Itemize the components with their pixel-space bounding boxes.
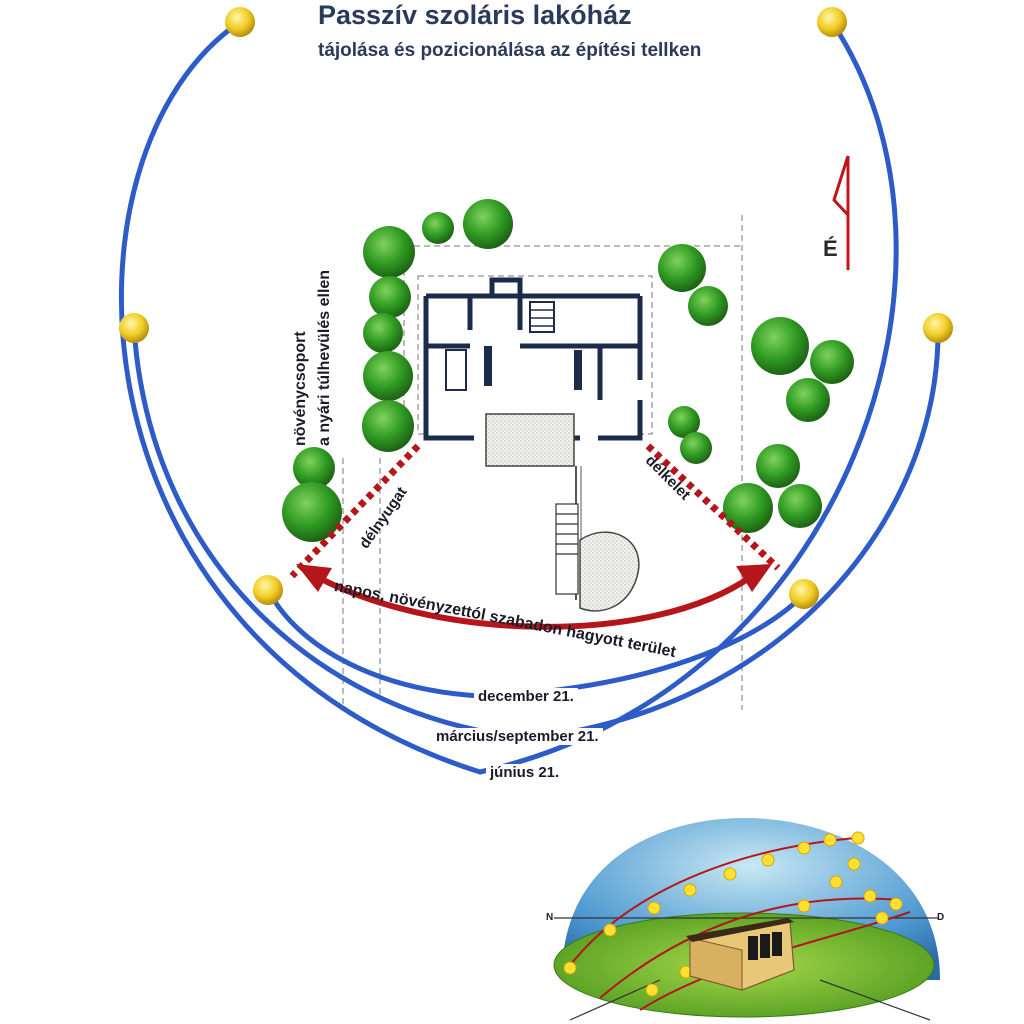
tree-icon [362,400,414,452]
sun-icon [225,7,255,37]
page-title: Passzív szoláris lakóház [318,0,632,30]
sun-path-label-equinox: március/september 21. [432,728,603,745]
tree-icon [463,199,513,249]
tree-groups [282,199,854,542]
sun-path-label-december: december 21. [474,688,578,705]
sun-icon [923,313,953,343]
tree-icon [658,244,706,292]
dome-north-label: N [546,912,554,923]
tree-icon [778,484,822,528]
tree-icon [363,351,413,401]
plant-group-label-line1: növénycsoport [292,331,309,446]
tree-icon [810,340,854,384]
tree-icon [363,226,415,278]
sun-path-label-june: június 21. [486,764,564,781]
house-floor-plan [423,277,643,612]
sun-markers [119,7,953,609]
tree-icon [369,276,411,318]
sun-dome-illustration [553,818,940,1021]
tree-icon [756,444,800,488]
tree-icon [680,432,712,464]
dome-south-label: D [937,912,945,923]
tree-icon [282,482,342,542]
sector-lines [289,443,781,579]
sun-icon [789,579,819,609]
open-area-arrow [296,564,772,630]
sun-icon [253,575,283,605]
north-arrow-icon [832,155,850,270]
sun-path-june [118,19,899,775]
tree-icon [668,406,700,438]
tree-icon [293,447,335,489]
north-label: É [823,236,838,261]
tree-icon [786,378,830,422]
tree-icon [688,286,728,326]
tree-icon [363,313,403,353]
tree-icon [422,212,454,244]
plant-group-label-line2: a nyári túlhevülés ellen [316,269,333,446]
page-subtitle: tájolása és pozicionálása az építési tel… [318,40,702,61]
tree-icon [751,317,809,375]
tree-icon [723,483,773,533]
sun-icon [119,313,149,343]
sun-icon [817,7,847,37]
